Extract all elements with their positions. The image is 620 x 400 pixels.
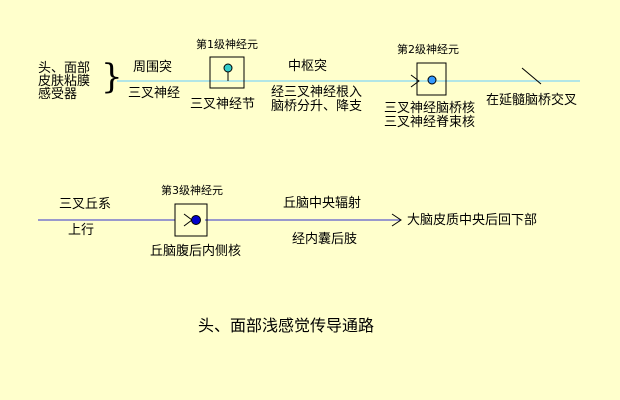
neuron1-label: 第1级神经元	[196, 38, 258, 51]
root-label-line2: 脑桥分升、降支	[271, 99, 363, 114]
nucleus-label-line2: 三叉神经脊束核	[384, 115, 476, 130]
ascend-label: 上行	[68, 223, 95, 238]
brace-symbol: }	[101, 57, 123, 97]
root-label-line1: 经三叉神经根入	[271, 85, 363, 100]
lemniscus-label: 三叉丘系	[59, 197, 112, 212]
arrow-icon	[391, 213, 402, 227]
arrow-icon	[183, 213, 193, 227]
diagram-title: 头、面部浅感觉传导通路	[198, 316, 375, 335]
neuron1-box	[209, 56, 245, 89]
ganglion-label: 三叉神经节	[190, 97, 256, 112]
thalamus-nucleus-label: 丘脑腹后内侧核	[150, 244, 242, 259]
peripheral-process-label: 周围突	[133, 60, 173, 75]
receptor-label-line3: 感受器	[38, 87, 78, 102]
trigeminal-nerve-label: 三叉神经	[128, 86, 181, 101]
neuron-soma-icon	[223, 63, 233, 73]
cortex-label: 大脑皮质中央后回下部	[407, 213, 538, 228]
crossing-label: 在延髓脑桥交叉	[486, 93, 578, 108]
neuron-soma-icon	[191, 215, 201, 225]
neuron3-box	[174, 203, 208, 237]
central-process-label: 中枢突	[288, 59, 328, 74]
neuron2-label: 第2级神经元	[397, 43, 459, 56]
cross-mark-icon	[521, 67, 542, 85]
receptor-label-line2: 皮肤粘膜	[38, 74, 91, 89]
nucleus-label-line1: 三叉神经脑桥核	[384, 101, 476, 116]
arrow-icon	[410, 74, 420, 88]
neuron-soma-icon	[427, 75, 437, 85]
receptor-label-line1: 头、面部	[38, 61, 91, 76]
internal-capsule-label: 经内囊后肢	[292, 232, 358, 247]
neuron3-label: 第3级神经元	[161, 184, 223, 197]
radiation-label: 丘脑中央辐射	[283, 196, 362, 211]
